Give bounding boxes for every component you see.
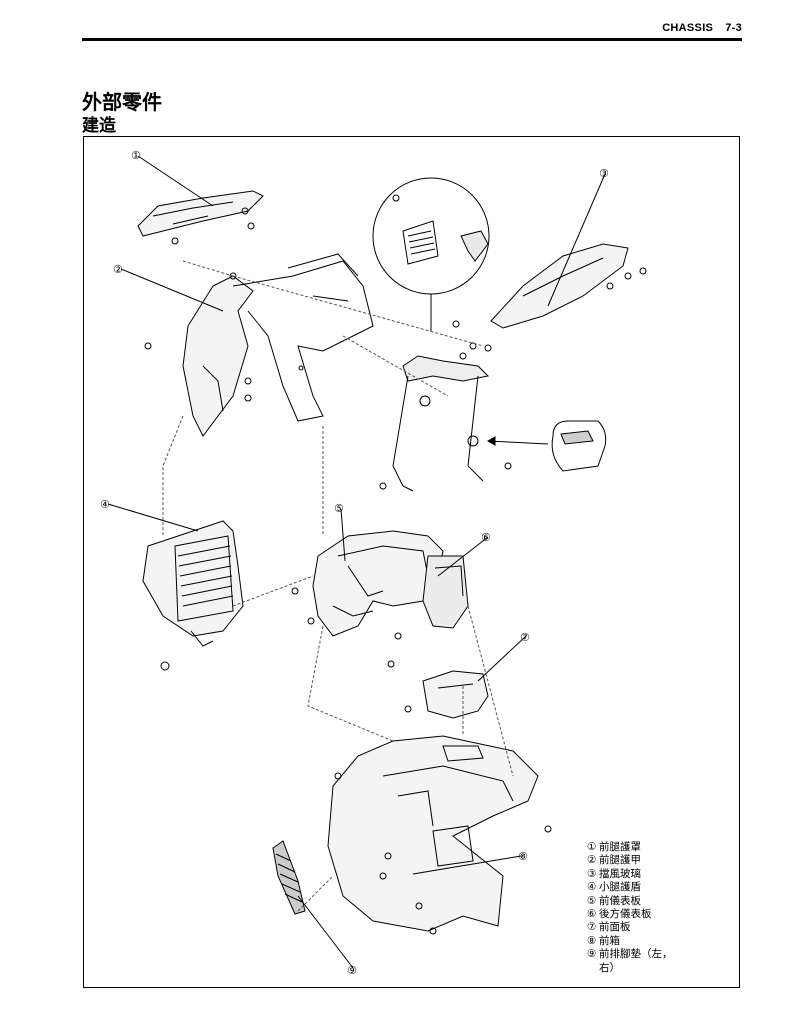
page-header: CHASSIS 7-3 <box>662 22 742 34</box>
detail-magnifier-top <box>372 177 490 331</box>
exploded-parts-diagram: ① ② ③ ④ ⑤ ⑥ ⑦ ⑧ ⑨ <box>100 149 647 977</box>
callout-2: ② <box>113 263 123 276</box>
part-center-bracket <box>379 342 512 492</box>
part-rear-instrument-panel <box>422 555 469 629</box>
detail-magnifier-right <box>486 420 607 472</box>
part-front-panel <box>404 670 489 719</box>
callout-numbers: ① ② ③ ④ ⑤ ⑥ ⑦ ⑧ ⑨ <box>100 149 609 977</box>
part-front-box <box>327 735 552 935</box>
callout-3: ③ <box>599 167 609 180</box>
callout-8: ⑧ <box>518 850 528 863</box>
part-lower-leg-shield <box>142 520 244 671</box>
callout-1: ① <box>131 149 141 162</box>
page-title: 外部零件 <box>82 90 162 114</box>
part-front-leg-cover <box>137 190 264 245</box>
callout-6: ⑥ <box>481 531 491 544</box>
part-front-instrument-panel <box>291 530 444 668</box>
header-rule <box>82 38 742 41</box>
page-number: 7-3 <box>725 22 742 34</box>
page-subtitle: 建造 <box>82 116 116 136</box>
part-front-leg-armor <box>144 253 374 437</box>
part-front-foot-mat <box>272 840 306 915</box>
callout-4: ④ <box>100 498 110 511</box>
part-windshield <box>452 243 647 329</box>
callout-leaders <box>107 155 606 969</box>
callout-5: ⑤ <box>334 502 344 515</box>
section-name: CHASSIS <box>662 22 714 34</box>
callout-9: ⑨ <box>347 964 357 977</box>
callout-7: ⑦ <box>520 631 530 644</box>
diagram-frame <box>83 136 740 988</box>
